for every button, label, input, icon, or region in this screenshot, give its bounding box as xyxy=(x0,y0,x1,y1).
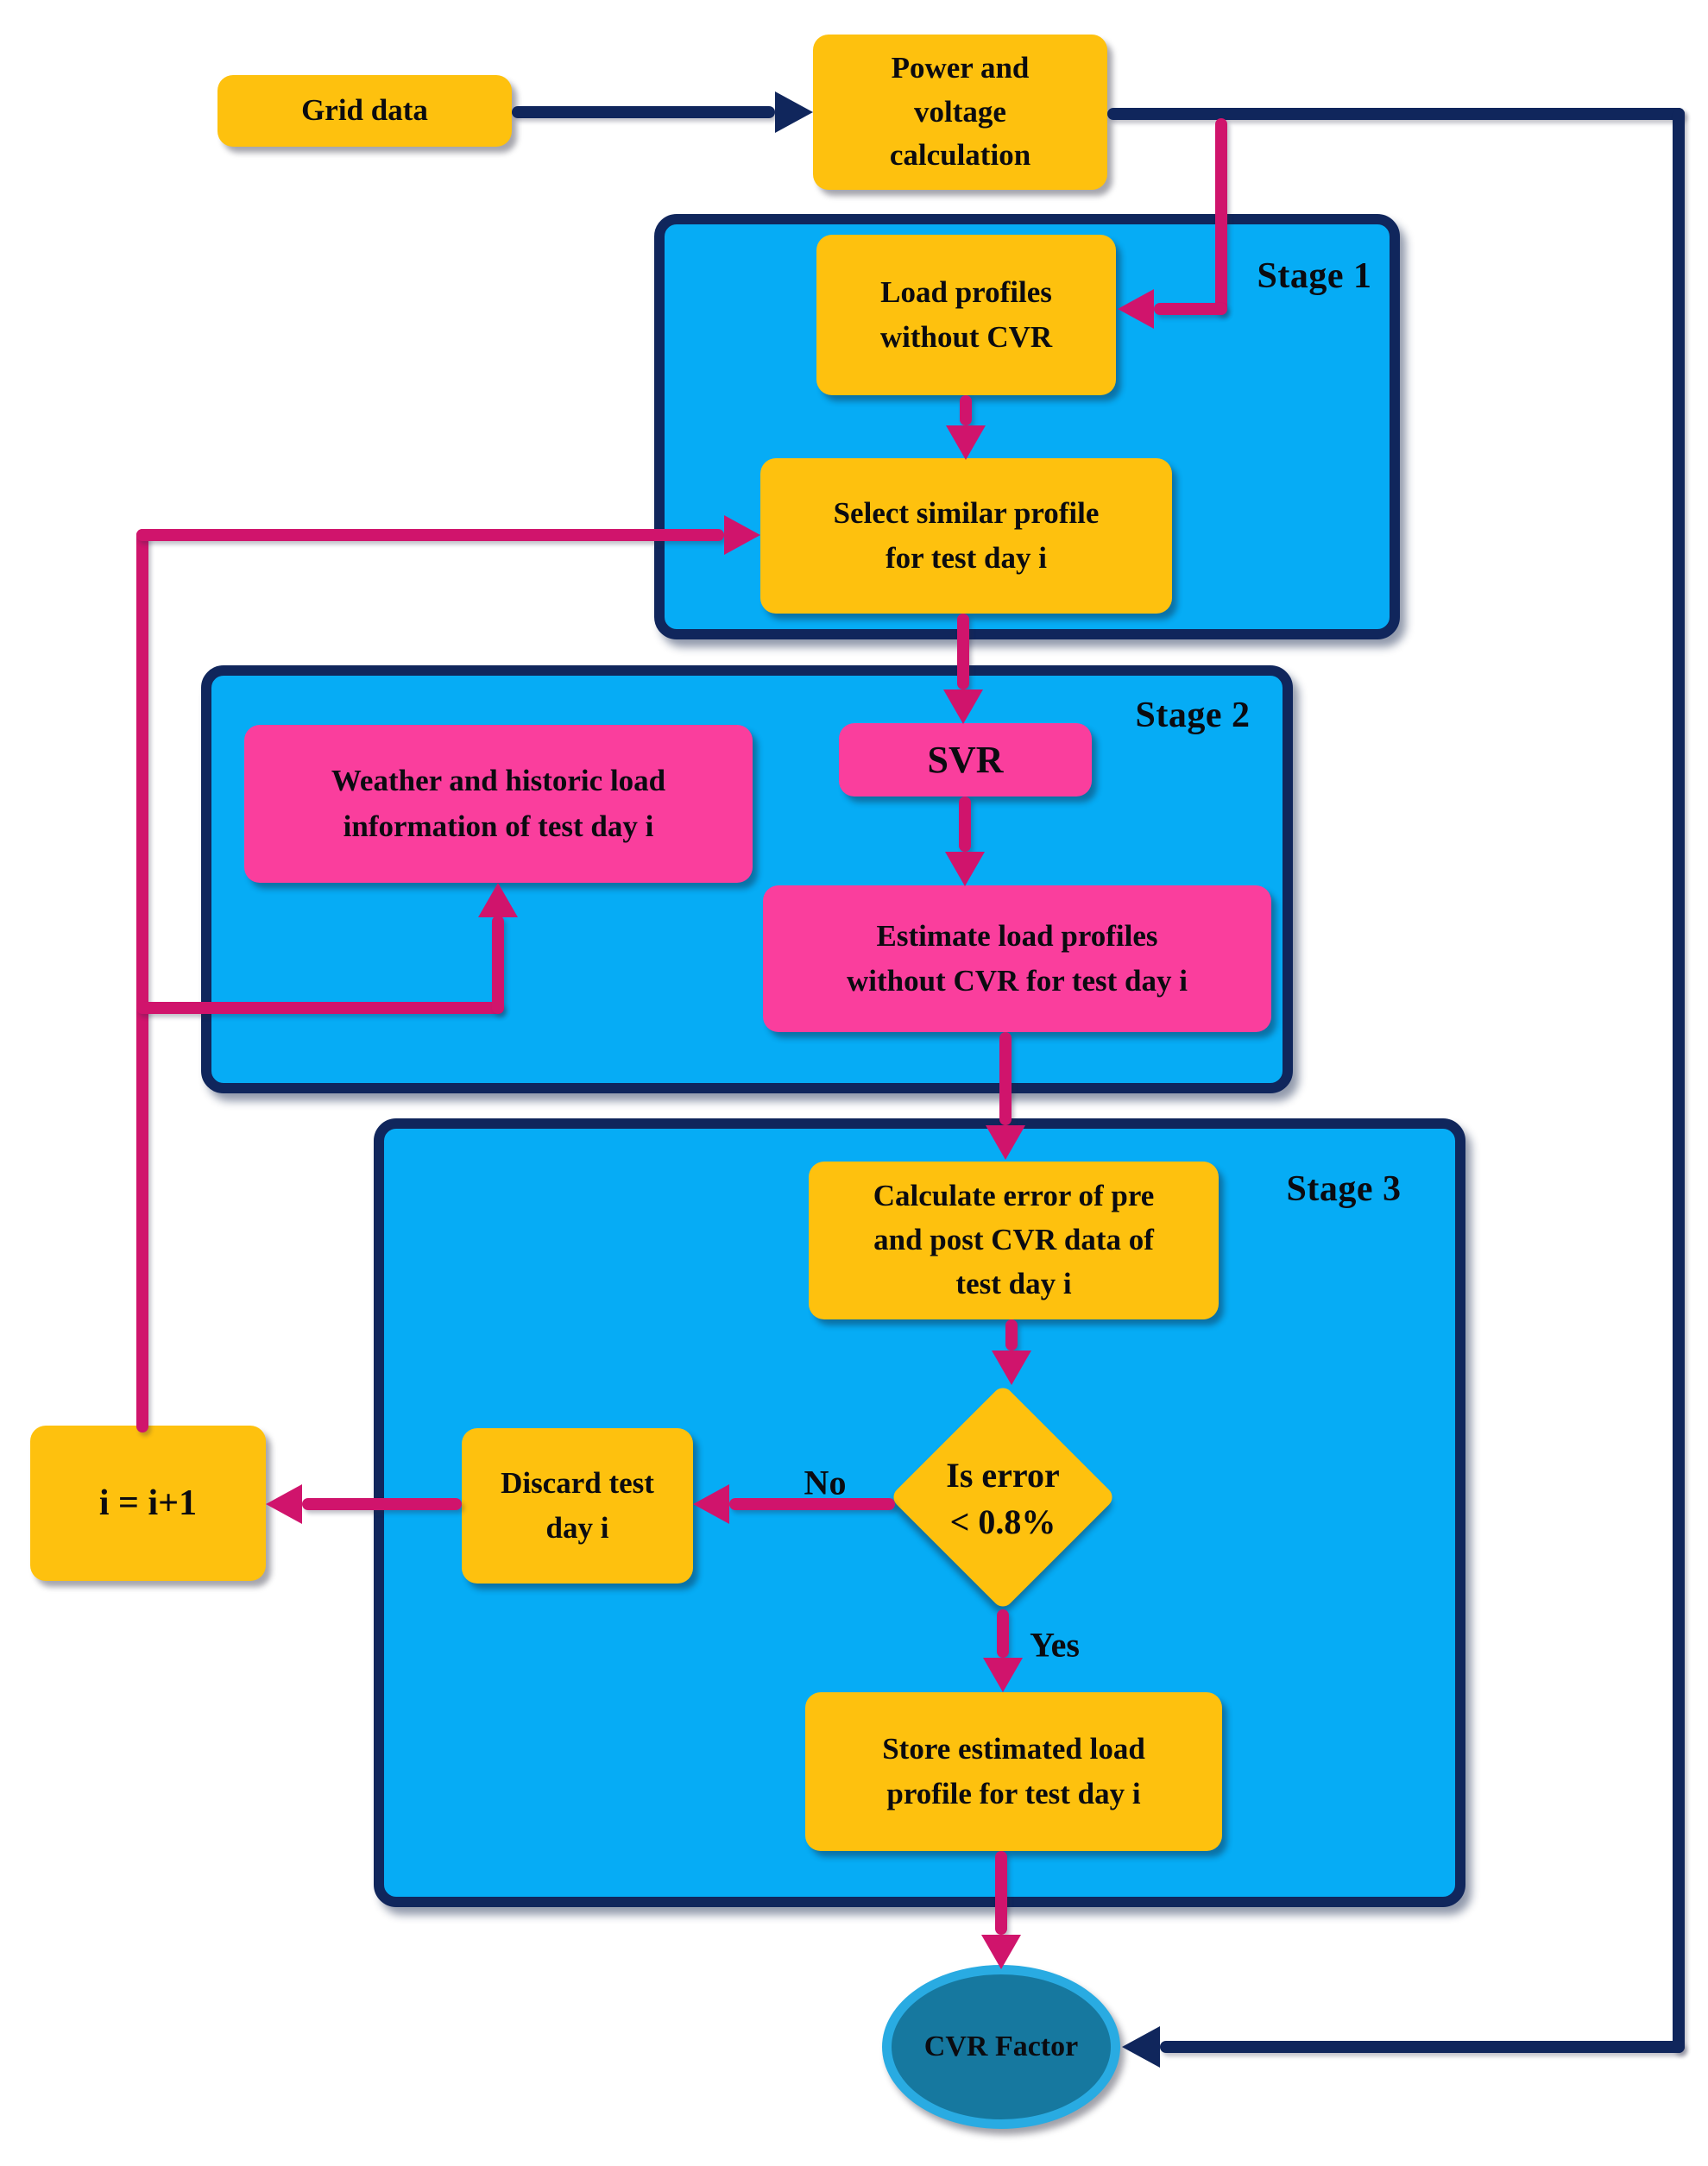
arrowhead xyxy=(775,91,813,133)
node-select-similar-profile: Select similar profile for test day i xyxy=(760,458,1172,614)
edge-segment xyxy=(729,1498,895,1510)
node-text-line: Select similar profile xyxy=(833,495,1100,530)
arrowhead xyxy=(992,1351,1031,1385)
node-text-line: calculation xyxy=(889,138,1031,173)
arrowhead xyxy=(724,515,760,555)
node-text-line: Store estimated load xyxy=(882,1731,1145,1766)
node-cvr-factor: CVR Factor xyxy=(882,1965,1120,2129)
node-calculate-error: Calculate error of pre and post CVR data… xyxy=(809,1162,1219,1319)
edge-segment xyxy=(960,395,972,425)
edge-segment xyxy=(999,1032,1012,1125)
edge-segment xyxy=(512,106,775,118)
node-text-line: Discard test xyxy=(501,1465,654,1500)
edge-segment xyxy=(995,1851,1007,1935)
decision-text-line: Is error xyxy=(946,1456,1060,1495)
edge-segment xyxy=(997,1609,1009,1658)
arrowhead xyxy=(1122,2026,1160,2068)
node-weather-historic-info: Weather and historic load information of… xyxy=(244,725,753,883)
node-text-line: day i xyxy=(545,1511,609,1545)
edge-segment xyxy=(1160,2041,1685,2053)
edge-segment xyxy=(136,529,724,541)
node-text-line: Estimate load profiles xyxy=(876,918,1158,953)
stage-3-label: Stage 3 xyxy=(1286,1169,1402,1209)
node-load-profiles-without-cvr: Load profiles without CVR xyxy=(816,235,1116,395)
edge-segment xyxy=(1005,1319,1018,1351)
arrowhead xyxy=(986,1125,1025,1160)
node-label: i = i+1 xyxy=(98,1483,198,1523)
node-increment-i: i = i+1 xyxy=(30,1426,266,1581)
edge-segment xyxy=(492,916,504,1014)
arrowhead xyxy=(693,1484,729,1524)
node-label: CVR Factor xyxy=(923,2031,1079,2062)
node-text-line: information of test day i xyxy=(343,809,654,843)
edge-segment xyxy=(1107,108,1685,120)
node-text-line: Power and xyxy=(891,50,1030,85)
edge-segment xyxy=(1215,118,1227,315)
node-text-line: Calculate error of pre xyxy=(873,1179,1155,1213)
stage-1-label: Stage 1 xyxy=(1257,256,1372,296)
node-text-line: without CVR for test day i xyxy=(846,964,1188,998)
node-store-estimated-profile: Store estimated load profile for test da… xyxy=(805,1692,1222,1851)
node-text-line: Load profiles xyxy=(880,274,1052,309)
edge-label-yes: Yes xyxy=(1030,1625,1080,1665)
edge-segment xyxy=(957,614,969,689)
arrowhead xyxy=(478,883,518,917)
edge-segment xyxy=(136,529,148,1432)
edge-segment xyxy=(959,797,971,852)
node-discard-test-day: Discard test day i xyxy=(462,1428,693,1584)
node-text-line: Weather and historic load xyxy=(331,764,666,797)
arrowhead xyxy=(943,689,983,724)
node-text-line: test day i xyxy=(955,1266,1072,1300)
node-text-line: profile for test day i xyxy=(886,1777,1141,1810)
node-text-line: for test day i xyxy=(886,541,1047,575)
edge-segment xyxy=(1154,303,1227,315)
node-svr: SVR xyxy=(839,723,1092,797)
stage-2-label: Stage 2 xyxy=(1135,696,1251,735)
node-grid-data: Grid data xyxy=(217,75,512,147)
node-label: SVR xyxy=(927,738,1004,781)
node-text-line: voltage xyxy=(914,94,1006,129)
arrowhead xyxy=(946,425,986,460)
node-estimate-load-profiles: Estimate load profiles without CVR for t… xyxy=(763,885,1271,1032)
node-text-line: without CVR xyxy=(879,320,1053,354)
node-text-line: and post CVR data of xyxy=(873,1223,1154,1257)
edge-segment xyxy=(302,1498,462,1510)
node-power-voltage-calculation: Power and voltage calculation xyxy=(813,35,1107,190)
arrowhead xyxy=(981,1935,1021,1969)
node-label: Grid data xyxy=(301,93,428,128)
arrowhead xyxy=(266,1484,302,1524)
decision-text: Is error < 0.8% xyxy=(946,1452,1059,1546)
decision-text-line: < 0.8% xyxy=(949,1502,1056,1541)
arrowhead xyxy=(983,1658,1023,1692)
edge-segment xyxy=(1673,108,1685,2053)
edge-segment xyxy=(136,1002,504,1014)
arrowhead xyxy=(1118,289,1154,329)
edge-label-no: No xyxy=(804,1463,847,1502)
arrowhead xyxy=(945,852,985,886)
